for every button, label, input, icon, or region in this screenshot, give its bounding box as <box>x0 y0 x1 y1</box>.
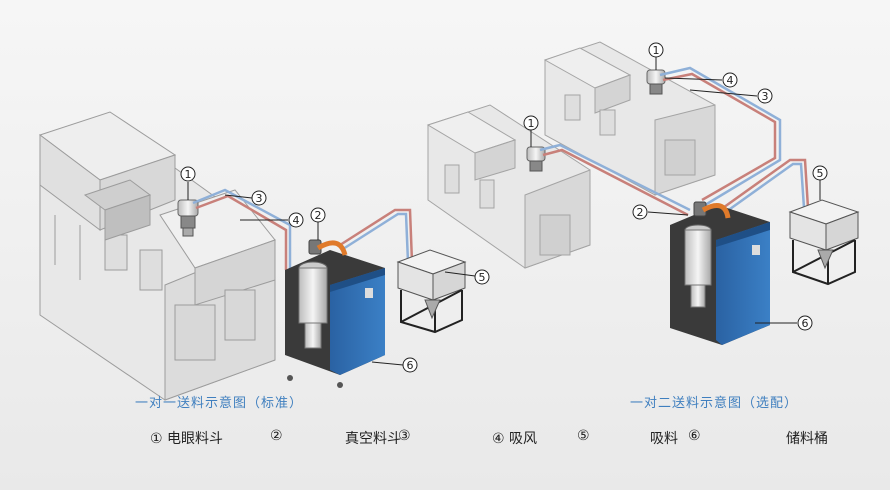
legend-item-8: ⑥ <box>688 428 701 444</box>
left-callouts <box>180 166 490 373</box>
callout-6-left: 6 <box>407 359 414 372</box>
legend-item-7: 吸料 <box>650 431 678 447</box>
left-injection-machine <box>38 111 276 401</box>
legend-item-6: ⑤ <box>577 428 590 444</box>
callout-1-right-front: 1 <box>528 117 535 130</box>
right-dryer-cabinet <box>670 201 770 345</box>
legend-item-4: ③ <box>398 428 411 444</box>
callout-3-left: 3 <box>256 192 263 205</box>
right-pipes <box>539 66 810 217</box>
callout-4-left: 4 <box>293 214 300 227</box>
legend-item-3: 真空料斗 <box>345 431 401 447</box>
legend-item-1: ① 电眼料斗 <box>150 431 224 447</box>
callout-4-right: 4 <box>727 74 734 87</box>
callout-2-right: 2 <box>637 206 644 219</box>
caption-one-to-two: 一对二送料示意图（选配） <box>630 396 799 411</box>
legend-item-5: ④ 吸风 <box>492 431 538 447</box>
legend-item-9: 储料桶 <box>786 431 828 447</box>
left-eye-hopper <box>177 199 199 237</box>
left-pipes <box>192 188 414 270</box>
right-machine-front <box>426 104 591 269</box>
left-dryer-cabinet <box>285 239 385 388</box>
caption-one-to-one: 一对一送料示意图（标准） <box>135 396 304 411</box>
left-storage-bin <box>396 249 467 334</box>
right-callouts <box>523 42 828 331</box>
callout-1-right-back: 1 <box>653 44 660 57</box>
callout-3-right: 3 <box>762 90 769 103</box>
callout-1-left: 1 <box>185 168 192 181</box>
callout-2-left: 2 <box>315 209 322 222</box>
right-machine-back <box>543 41 716 196</box>
legend-item-2: ② <box>270 428 283 444</box>
callout-5-left: 5 <box>479 271 486 284</box>
callout-6-right: 6 <box>802 317 809 330</box>
callout-5-right: 5 <box>817 167 824 180</box>
right-storage-bin <box>788 199 860 286</box>
